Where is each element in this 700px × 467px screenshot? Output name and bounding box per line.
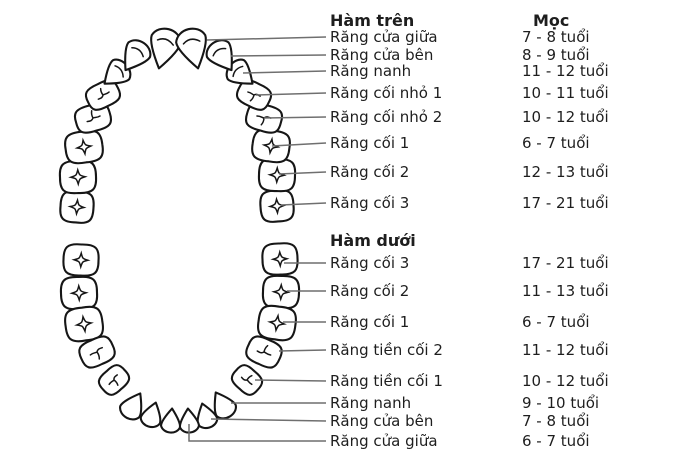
- lower-arch-diagram: [59, 242, 301, 434]
- eruption-age: 8 - 9 tuổi: [522, 46, 590, 64]
- tooth-shape: [205, 39, 233, 72]
- tooth-shape: [64, 305, 104, 343]
- eruption-age: 7 - 8 tuổi: [522, 28, 590, 46]
- leader-line: [278, 171, 327, 175]
- tooth-label: Răng cửa bên: [330, 412, 434, 430]
- leader-line: [263, 116, 327, 119]
- leader-line: [280, 202, 327, 206]
- tooth-label: Răng tiền cối 1: [330, 372, 443, 390]
- upper-jaw-header: Hàm trên: [330, 11, 415, 30]
- leader-line: [254, 379, 327, 382]
- tooth-label: Răng cối nhỏ 1: [330, 84, 443, 102]
- eruption-age: 10 - 12 tuổi: [522, 372, 609, 390]
- leader-line-elbow: [188, 424, 326, 442]
- tooth-shape: [124, 39, 152, 72]
- eruption-age: 7 - 8 tuổi: [522, 412, 590, 430]
- tooth-shape: [59, 190, 95, 224]
- tooth-label: Răng cối nhỏ 2: [330, 108, 443, 126]
- lower-jaw-header: Hàm dưới: [330, 231, 416, 250]
- eruption-age: 12 - 13 tuổi: [522, 163, 609, 181]
- eruption-age: 6 - 7 tuổi: [522, 134, 590, 152]
- tooth-shape: [58, 159, 98, 195]
- tooth-shape: [213, 391, 237, 420]
- tooth-shape: [261, 274, 301, 310]
- eruption-age: 11 - 13 tuổi: [522, 282, 609, 300]
- tooth-shape: [64, 129, 104, 165]
- tooth-shape: [150, 27, 182, 70]
- tooth-shape: [119, 392, 143, 421]
- tooth-label: Răng nanh: [330, 62, 412, 80]
- eruption-age: 10 - 12 tuổi: [522, 108, 609, 126]
- leader-lines: [188, 36, 327, 442]
- tooth-shape: [97, 364, 131, 396]
- leader-line: [206, 36, 327, 41]
- tooth-shape: [159, 407, 182, 434]
- tooth-shape: [175, 27, 207, 70]
- tooth-label: Răng cối 2: [330, 163, 410, 181]
- tooth-shape: [257, 304, 297, 342]
- tooth-shape: [62, 243, 100, 277]
- tooth-label: Răng cửa giữa: [330, 28, 438, 46]
- tooth-label: Răng cối 3: [330, 254, 410, 272]
- eruption-age: 10 - 11 tuổi: [522, 84, 609, 102]
- eruption-age: 17 - 21 tuổi: [522, 254, 609, 272]
- tooth-label: Răng cối 1: [330, 134, 410, 152]
- eruption-age: 17 - 21 tuổi: [522, 194, 609, 212]
- tooth-label: Răng cối 2: [330, 282, 410, 300]
- eruption-age: 6 - 7 tuổi: [522, 432, 590, 450]
- leader-line: [278, 349, 327, 352]
- tooth-label: Răng cối 1: [330, 313, 410, 331]
- tooth-label: Răng cối 3: [330, 194, 410, 212]
- eruption-age: 11 - 12 tuổi: [522, 62, 609, 80]
- eruption-age: 11 - 12 tuổi: [522, 341, 609, 359]
- tooth-label: Răng tiền cối 2: [330, 341, 443, 359]
- tooth-shape: [196, 402, 219, 430]
- eruption-age: 9 - 10 tuổi: [522, 394, 600, 412]
- leader-line: [255, 92, 327, 96]
- tooth-shape: [235, 79, 273, 111]
- leader-line: [242, 70, 327, 74]
- leader-line: [230, 54, 327, 57]
- eruption-age: 6 - 7 tuổi: [522, 313, 590, 331]
- tooth-shape: [245, 335, 283, 369]
- tooth-label: Răng cửa bên: [330, 46, 434, 64]
- leader-line: [271, 142, 327, 147]
- leader-line: [210, 418, 327, 422]
- tooth-shape: [178, 407, 201, 434]
- tooth-shape: [84, 79, 122, 111]
- tooth-shape: [230, 364, 264, 396]
- tooth-shape: [259, 189, 295, 223]
- tooth-shape: [139, 401, 162, 429]
- tooth-shape: [59, 275, 99, 311]
- tooth-label: Răng cửa giữa: [330, 432, 438, 450]
- upper-arch-diagram: [58, 27, 297, 224]
- tooth-label: Răng nanh: [330, 394, 412, 412]
- tooth-shape: [78, 335, 116, 369]
- tooth-shape: [261, 242, 299, 276]
- eruption-col-header: Mọc: [533, 11, 570, 30]
